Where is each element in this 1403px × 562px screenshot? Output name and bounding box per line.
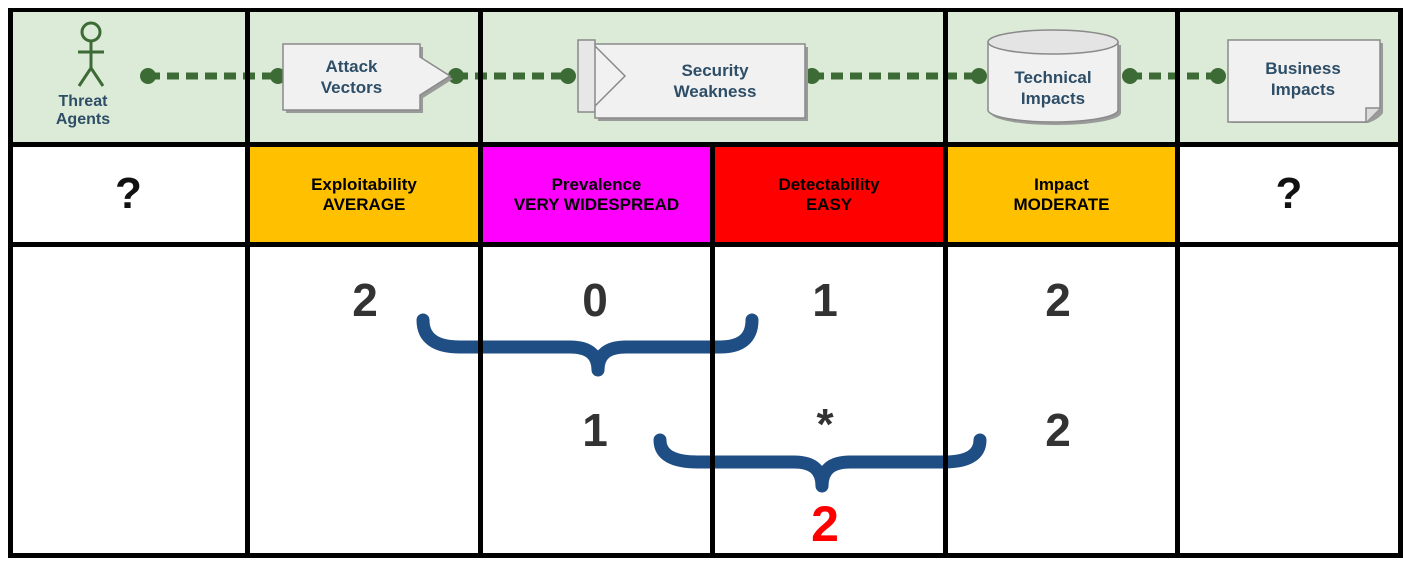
grid-line	[1398, 8, 1403, 558]
business-impacts-label: Business Impacts	[1265, 58, 1341, 99]
cylinder-icon	[987, 29, 1121, 125]
exploitability-cell	[250, 147, 478, 242]
connector-dot	[971, 68, 987, 84]
threat-agents-label: Threat Agents	[55, 92, 111, 128]
stick-figure-icon	[77, 21, 105, 87]
arrow-box-icon	[282, 43, 453, 113]
document-icon	[1227, 39, 1383, 123]
multiply-operator: *	[816, 399, 834, 449]
connector-dot	[270, 68, 286, 84]
connector-dot	[560, 68, 576, 84]
exploitability-score: 2	[352, 273, 378, 326]
curly-brace-icon	[653, 433, 987, 493]
business-impact-unknown: ?	[1275, 169, 1303, 219]
grid-line	[478, 8, 483, 558]
grid-line	[710, 142, 715, 558]
grid-line	[1175, 8, 1180, 558]
grid-line	[8, 242, 1403, 247]
prevalence-label: Prevalence VERY WIDESPREAD	[513, 174, 680, 214]
impact-score: 2	[1045, 273, 1071, 326]
technical-impacts-label: Technical Impacts	[1014, 67, 1092, 108]
impact-score-repeat: 2	[1045, 403, 1071, 456]
grid-line	[8, 8, 1403, 12]
impact-label: Impact MODERATE	[1013, 174, 1110, 214]
grid-line	[245, 8, 250, 558]
grid-line	[8, 8, 13, 558]
attack-vectors-label: Attack Vectors	[320, 56, 383, 97]
detectability-score: 1	[812, 273, 838, 326]
detectability-label: Detectability EASY	[778, 174, 880, 214]
connector-dot	[140, 68, 156, 84]
risk-score: 2	[811, 496, 839, 553]
likelihood-score: 1	[582, 403, 608, 456]
grid-line	[8, 553, 1403, 558]
detectability-cell	[715, 147, 943, 242]
prevalence-score: 0	[582, 273, 608, 326]
threat-agents-unknown: ?	[115, 169, 142, 219]
security-weakness-label: Security Weakness	[673, 60, 757, 101]
connector-dot	[1210, 68, 1226, 84]
grid-line	[943, 8, 948, 558]
grid-line	[8, 142, 1403, 147]
prevalence-cell	[483, 147, 710, 242]
exploitability-label: Exploitability AVERAGE	[311, 174, 417, 214]
impact-cell	[948, 147, 1175, 242]
connector-dot	[1122, 68, 1138, 84]
arrow-box-icon	[577, 39, 808, 121]
curly-brace-icon	[416, 313, 759, 377]
connector-dot	[448, 68, 464, 84]
